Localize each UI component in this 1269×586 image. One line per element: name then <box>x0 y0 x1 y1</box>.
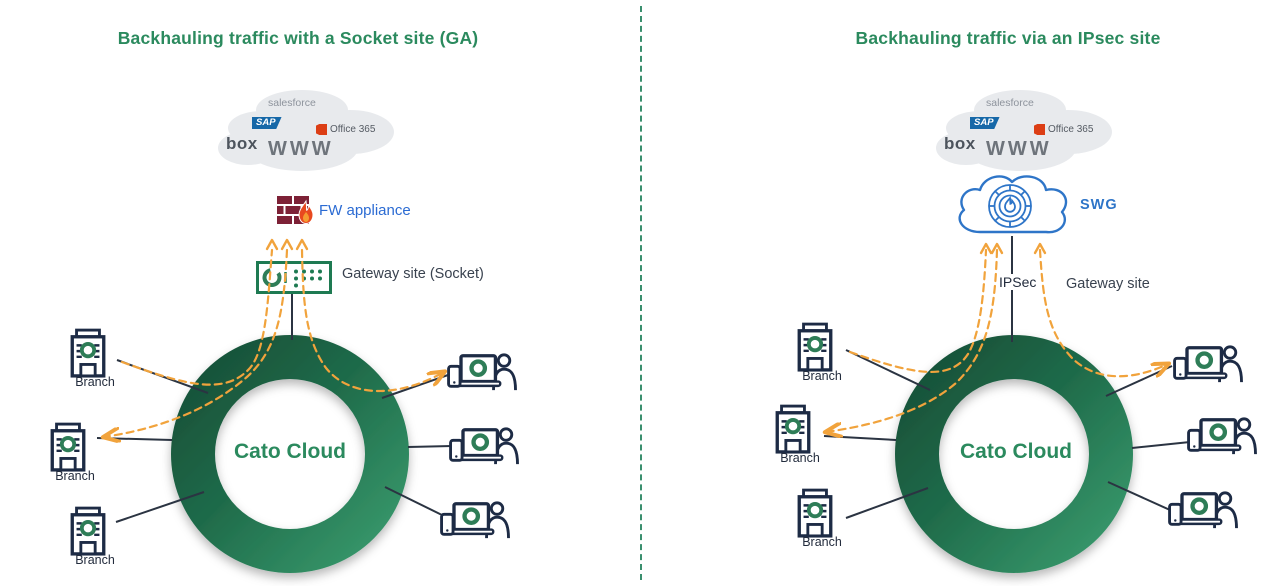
office365-icon <box>1034 124 1045 135</box>
flow-branch1-to-swg-right <box>848 248 988 373</box>
laptop-user-icon <box>447 424 523 468</box>
remote-user <box>1171 342 1247 386</box>
flow-branch1-to-fw-left <box>120 248 274 386</box>
swg-label: SWG <box>1080 197 1118 213</box>
salesforce-logo: salesforce <box>986 97 1034 109</box>
left-connectors <box>96 293 453 523</box>
remote-user <box>1166 488 1242 532</box>
remote-user <box>438 498 514 542</box>
panel-divider <box>640 6 642 580</box>
branch-label: Branch <box>802 535 842 549</box>
box-logo: box <box>944 134 976 153</box>
socket-device-icon <box>256 261 332 294</box>
branch-site: Branch <box>772 404 828 465</box>
remote-user <box>445 350 521 394</box>
branch-building-icon <box>67 506 109 556</box>
laptop-user-icon <box>1166 488 1242 532</box>
branch-label: Branch <box>780 451 820 465</box>
branch-building-icon <box>794 488 836 538</box>
saas-cloud: salesforce SAP Office 365 box WWW <box>214 88 396 172</box>
branch-site: Branch <box>67 328 123 389</box>
branch-site: Branch <box>47 422 103 483</box>
laptop-user-icon <box>1185 414 1261 458</box>
branch-site: Branch <box>794 488 850 549</box>
fw-appliance: FW appliance <box>277 196 411 224</box>
www-label: WWW <box>268 138 334 160</box>
gateway-socket-label: Gateway site (Socket) <box>342 266 484 282</box>
branch-label: Branch <box>802 369 842 383</box>
flow-to-branch2-right <box>826 248 999 432</box>
left-panel-title: Backhauling traffic with a Socket site (… <box>117 28 479 48</box>
fw-appliance-label: FW appliance <box>319 201 411 219</box>
branch-label: Branch <box>75 375 115 389</box>
branch-site: Branch <box>67 506 123 567</box>
office365-logo: Office 365 <box>330 124 376 135</box>
branch-building-icon <box>67 328 109 378</box>
office365-logo-group: Office 365 <box>316 124 375 135</box>
swg-up-arrowheads <box>979 242 1047 255</box>
laptop-user-icon <box>1171 342 1247 386</box>
remote-user <box>1185 414 1261 458</box>
flow-to-user1-right <box>1038 248 1168 376</box>
office365-icon <box>316 124 327 135</box>
cato-cloud-label-left: Cato Cloud <box>234 440 346 463</box>
remote-user <box>447 424 523 468</box>
www-label: WWW <box>986 138 1052 160</box>
laptop-user-icon <box>438 498 514 542</box>
office365-logo-group: Office 365 <box>1034 124 1093 135</box>
gateway-site-label: Gateway site <box>1066 276 1150 292</box>
office365-logo: Office 365 <box>1048 124 1094 135</box>
branch-label: Branch <box>75 553 115 567</box>
branch-site: Branch <box>794 322 850 383</box>
right-panel-title: Backhauling traffic via an IPsec site <box>855 28 1161 48</box>
branch-building-icon <box>47 422 89 472</box>
laptop-user-icon <box>445 350 521 394</box>
sap-logo: SAP <box>970 117 1000 129</box>
fw-up-arrowheads <box>265 238 309 251</box>
branch-label: Branch <box>55 469 95 483</box>
swg-cloud-icon <box>958 175 1068 234</box>
saas-cloud: salesforce SAP Office 365 box WWW <box>932 88 1114 172</box>
branch-building-icon <box>794 322 836 372</box>
box-logo: box <box>226 134 258 153</box>
firewall-icon <box>277 196 313 224</box>
branch-building-icon <box>772 404 814 454</box>
ipsec-label: IPSec <box>995 274 1041 290</box>
cato-cloud-label-right: Cato Cloud <box>960 440 1072 463</box>
sap-logo: SAP <box>252 117 282 129</box>
salesforce-logo: salesforce <box>268 97 316 109</box>
